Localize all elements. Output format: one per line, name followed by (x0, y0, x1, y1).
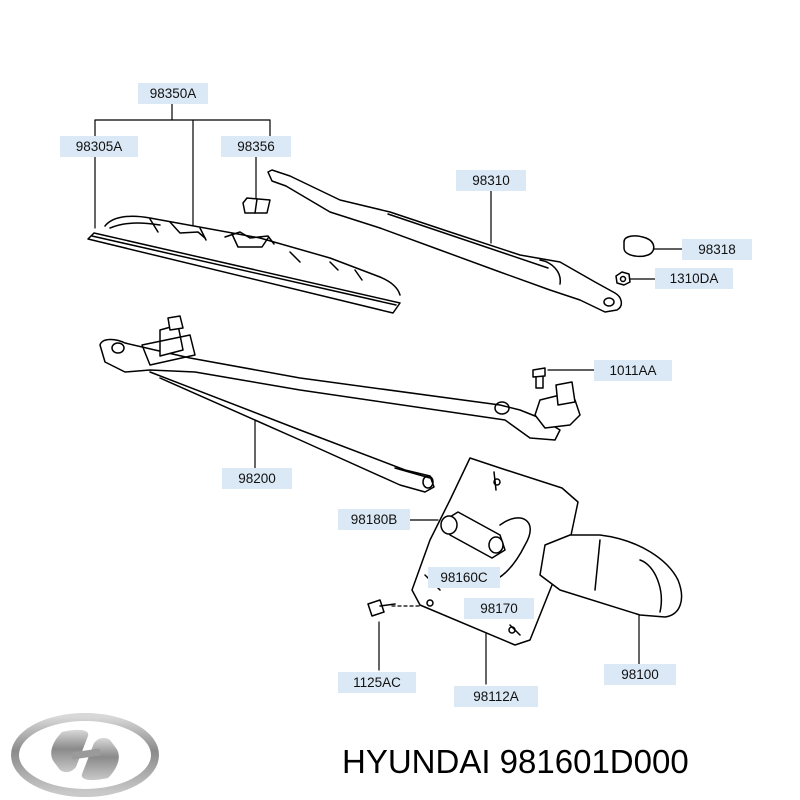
label-98112A: 98112A (454, 686, 538, 707)
label-98170: 98170 (464, 598, 534, 619)
label-98305A: 98305A (60, 136, 138, 157)
label-98310: 98310 (456, 170, 526, 191)
wiper-blade (87, 215, 401, 314)
nut-1310DA (615, 271, 631, 286)
wiper-linkage (99, 315, 581, 493)
label-98356: 98356 (221, 136, 291, 157)
label-98160C: 98160C (428, 567, 500, 588)
brand-part-caption: HYUNDAI 981601D000 (342, 743, 689, 780)
cap-98318 (623, 235, 655, 258)
label-1125AC: 1125AC (338, 672, 416, 693)
bolt-1011AA (532, 367, 546, 389)
label-1011AA: 1011AA (594, 360, 672, 381)
wiper-motor (539, 534, 683, 618)
crank-arm (440, 511, 531, 581)
bolt-1125AC (367, 599, 396, 617)
label-98100: 98100 (604, 664, 676, 685)
hyundai-logo-icon (11, 713, 159, 797)
label-98180B: 98180B (338, 509, 410, 530)
clip-98356 (242, 197, 271, 214)
label-98200: 98200 (222, 468, 292, 489)
wiper-arm (267, 169, 623, 313)
label-98350A: 98350A (138, 83, 208, 104)
label-98318: 98318 (682, 239, 752, 260)
label-1310DA: 1310DA (655, 268, 733, 289)
